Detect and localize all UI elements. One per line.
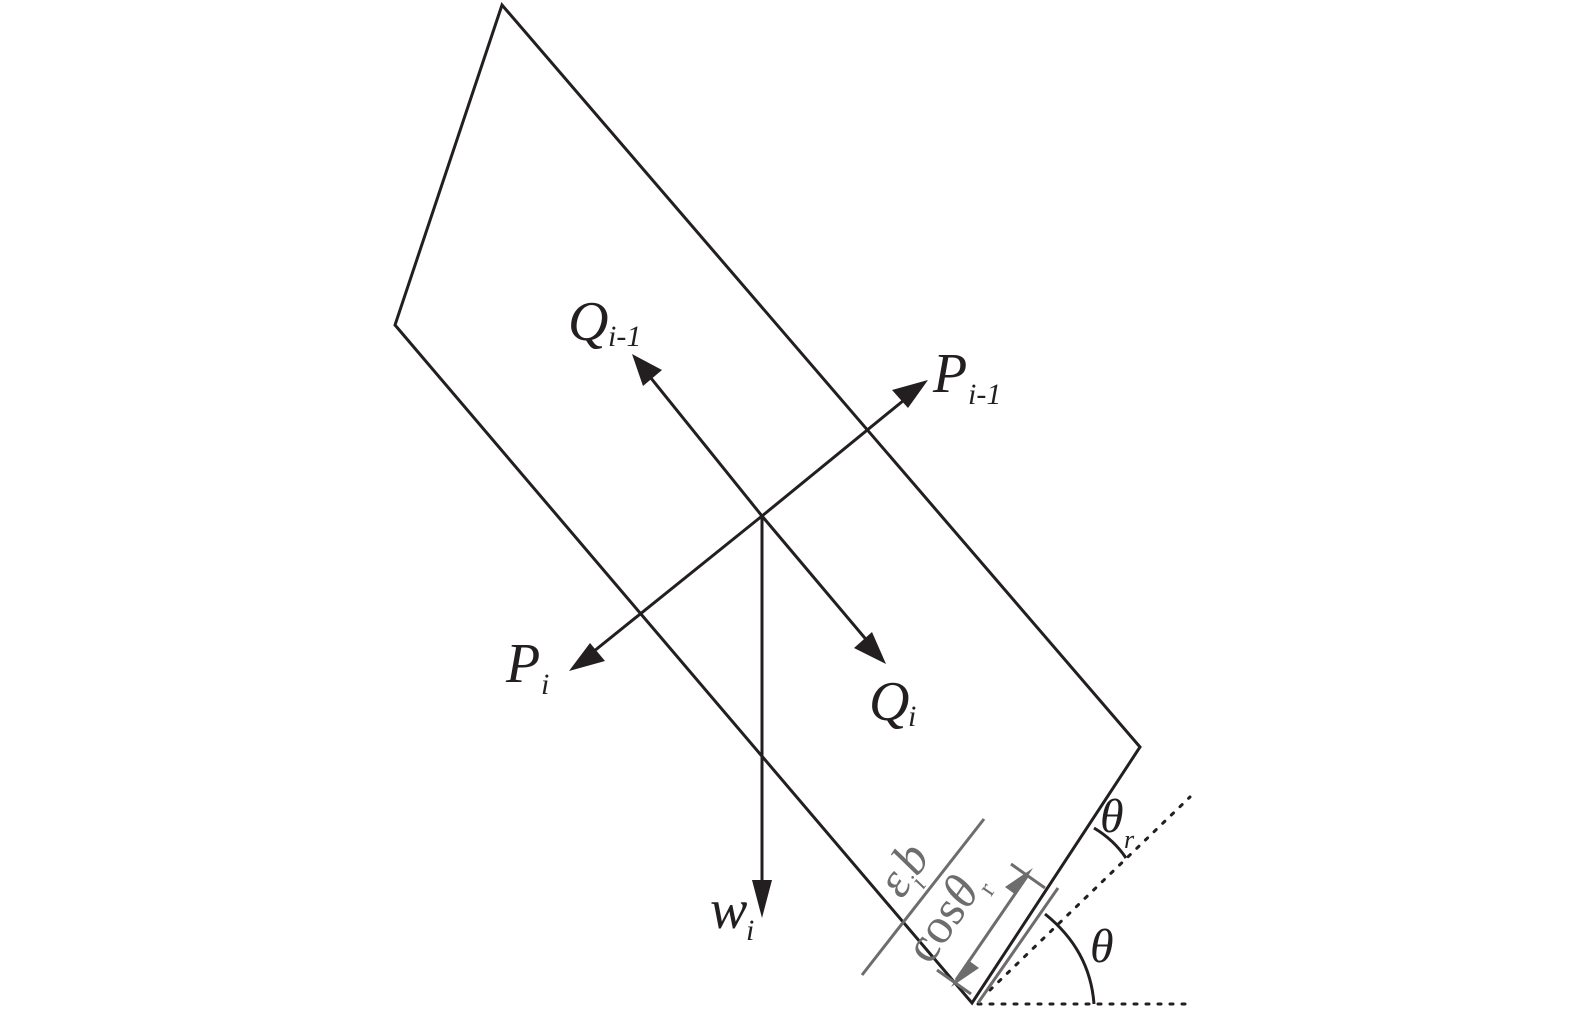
- label-q-upper-subscript-text: i-1: [608, 320, 641, 353]
- arrow-p-lower: [577, 514, 763, 666]
- dimension-tick-bottom: [936, 968, 972, 996]
- arrowhead-q-upper: [632, 354, 662, 386]
- label-q-lower-subscript: i: [908, 700, 916, 733]
- label-weight-subscript: i: [746, 914, 754, 947]
- dimension-line-right: [976, 887, 1060, 1004]
- dimension-marker: [860, 818, 1060, 1004]
- label-p-upper-subscript-text: i-1: [968, 378, 1001, 411]
- reference-lines: [976, 795, 1192, 1006]
- arrowhead-weight: [752, 880, 772, 918]
- arrowhead-p-upper: [892, 380, 928, 408]
- label-q-upper-subscript: i-1: [608, 320, 641, 353]
- arrowhead-p-lower: [569, 643, 605, 671]
- label-p-lower-symbol: P: [505, 633, 540, 695]
- label-p-upper-subscript: i-1: [968, 378, 1001, 411]
- label-theta-r-subscript: r: [1124, 825, 1135, 854]
- theta-arc: [1044, 912, 1096, 1005]
- label-q-lower-symbol: Q: [869, 671, 909, 733]
- force-arrows: [569, 354, 928, 918]
- dimension-arrowhead-bottom: [951, 960, 979, 987]
- angle-arcs: [1044, 826, 1128, 1005]
- label-theta-symbol: θ: [1090, 920, 1114, 973]
- label-p-lower-subscript: i: [541, 668, 549, 701]
- dimension-tick-top: [1010, 862, 1046, 890]
- label-p-upper-symbol: P: [932, 343, 967, 405]
- dimension-arrowhead-top: [1005, 868, 1033, 895]
- inclined-reference-line: [988, 795, 1192, 992]
- arrowhead-q-lower: [854, 632, 886, 664]
- dimension-line-left: [860, 818, 986, 976]
- force-labels: Q i-1 P i-1 P i Q i w i: [505, 291, 1001, 947]
- label-q-upper-symbol: Q: [568, 291, 608, 353]
- theta-r-arc: [1093, 826, 1128, 859]
- arrow-q-upper: [636, 361, 764, 517]
- angle-labels: θ r θ: [1090, 790, 1135, 973]
- arrow-p-upper: [761, 385, 921, 518]
- arrow-q-lower: [760, 515, 882, 657]
- label-theta-r-symbol: θ: [1100, 790, 1124, 843]
- label-weight-symbol: w: [710, 879, 747, 941]
- slice-outline: [393, 2, 1142, 1006]
